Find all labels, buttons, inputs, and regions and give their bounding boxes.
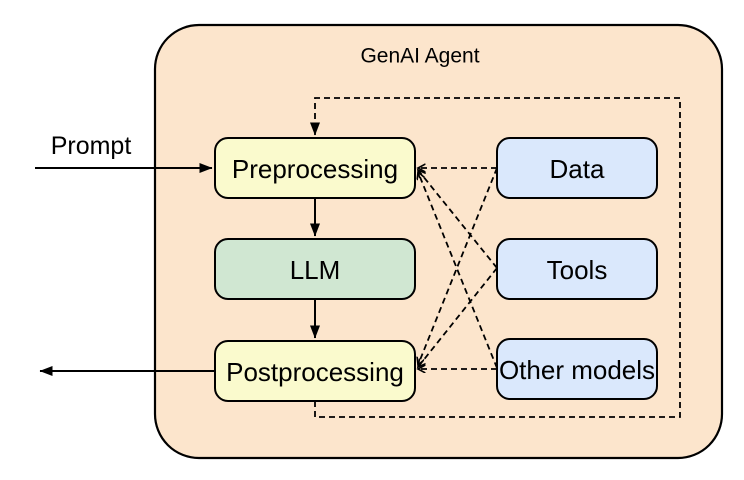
other-models-box <box>496 338 658 400</box>
node-data: Data <box>496 137 658 199</box>
postprocessing-box <box>214 340 416 402</box>
data-label: Data <box>550 154 605 184</box>
dashed-connector-other-models-to-preprocessing <box>418 172 498 369</box>
dashed-connector-tools-to-preprocessing <box>418 170 498 269</box>
other-models-label: Other models <box>499 355 655 385</box>
preprocessing-box <box>214 137 416 199</box>
llm-box <box>214 238 416 300</box>
dashed-connector-tools-to-postprocessing <box>418 267 498 367</box>
preprocessing-label: Preprocessing <box>232 154 398 184</box>
node-llm: LLM <box>214 238 416 300</box>
llm-label: LLM <box>290 255 341 285</box>
node-other-models: Other models <box>496 338 658 400</box>
dashed-connector-data-to-postprocessing <box>418 167 498 365</box>
data-box <box>496 137 658 199</box>
prompt-label: Prompt <box>51 132 132 160</box>
diagram-title: GenAI Agent <box>360 45 479 68</box>
node-postprocessing: Postprocessing <box>214 340 416 402</box>
feedback-loop-dashed-path <box>310 97 681 418</box>
tools-box <box>496 238 658 300</box>
tools-label: Tools <box>547 255 608 285</box>
postprocessing-label: Postprocessing <box>226 357 404 387</box>
node-preprocessing: Preprocessing <box>214 137 416 199</box>
node-tools: Tools <box>496 238 658 300</box>
